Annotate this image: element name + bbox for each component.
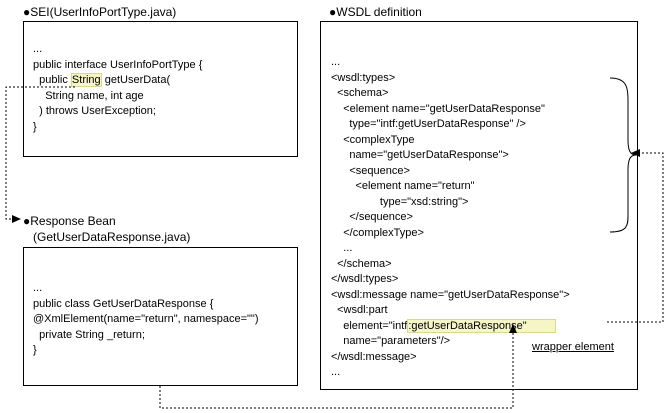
code-line: public String getUserData( <box>33 73 202 89</box>
code-line: </wsdl:types> <box>331 273 399 285</box>
sei-code-box: ... public interface UserInfoPortType { p… <box>23 21 298 157</box>
code-line: type="intf:getUserDataResponse" /> <box>331 118 526 130</box>
return-type-highlight: String <box>70 73 102 87</box>
code-line: </sequence> <box>331 211 413 223</box>
wrapper-to-schema-connector <box>607 149 664 323</box>
sei-to-bean-connector <box>5 86 75 223</box>
code-line: } <box>33 120 37 133</box>
code-line: <sequence> <box>331 164 410 177</box>
code-line: ... <box>331 242 353 254</box>
code-line: </schema> <box>331 257 392 270</box>
code-line: </complexType> <box>331 226 424 239</box>
bean-code: ... public class GetUserDataResponse { @Xm… <box>33 281 259 359</box>
code-line: <wsdl:message name="getUserDataResponse"… <box>331 288 570 301</box>
code-line: name="getUserDataResponse"> <box>331 149 509 161</box>
code-line: ) throws UserException; <box>33 105 156 117</box>
code-line: <element name="return" <box>331 180 475 192</box>
code-segment: getUserData( <box>101 74 171 86</box>
wsdl-code-box: ... <wsdl:types> <schema> <element name="… <box>320 21 638 390</box>
code-line: name="parameters"/> <box>331 335 451 347</box>
code-line: public interface UserInfoPortType { <box>33 58 203 71</box>
code-line: element="intf:getUserDataResponse" <box>331 318 570 335</box>
bean-to-wsdl-connector <box>159 324 517 409</box>
code-segment: element="intf <box>331 319 408 332</box>
code-line: <wsdl:types> <box>331 71 396 84</box>
wrapper-element-highlight: :getUserDataResponse" <box>407 318 556 333</box>
code-line: ... <box>331 56 341 68</box>
bean-caption-line2: (GetUserDataResponse.java) <box>33 230 191 244</box>
code-line: <wsdl:part <box>331 304 388 316</box>
sei-code: ... public interface UserInfoPortType { p… <box>33 42 202 135</box>
code-segment: public <box>33 74 71 86</box>
code-line: ... <box>331 366 341 378</box>
bean-caption: ●Response Bean (GetUserDataResponse.java… <box>23 213 190 245</box>
code-line: public class GetUserDataResponse { <box>33 297 214 310</box>
wsdl-code: ... <wsdl:types> <schema> <element name="… <box>331 55 570 381</box>
code-line: private String _return; <box>33 328 145 341</box>
code-line: String name, int age <box>33 89 144 102</box>
code-line: } <box>33 344 37 356</box>
wrapper-element-note: wrapper element <box>532 341 614 353</box>
bean-code-box: ... public class GetUserDataResponse { @Xm… <box>23 247 298 386</box>
code-line: </wsdl:message> <box>331 350 417 363</box>
schema-brace <box>609 77 637 233</box>
code-line: ... <box>33 43 43 55</box>
code-line: <schema> <box>331 87 389 99</box>
bean-caption-line1: ●Response Bean <box>23 214 116 228</box>
code-line: @XmlElement(name="return", namespace="") <box>33 313 259 325</box>
wsdl-caption: ●WSDL definition <box>329 5 422 19</box>
code-line: <complexType <box>331 133 415 146</box>
code-line: ... <box>33 282 43 294</box>
code-line: type="xsd:string"> <box>331 195 469 208</box>
sei-caption: ●SEI(UserInfoPortType.java) <box>23 5 177 19</box>
code-line: <element name="getUserDataResponse" <box>331 102 545 115</box>
